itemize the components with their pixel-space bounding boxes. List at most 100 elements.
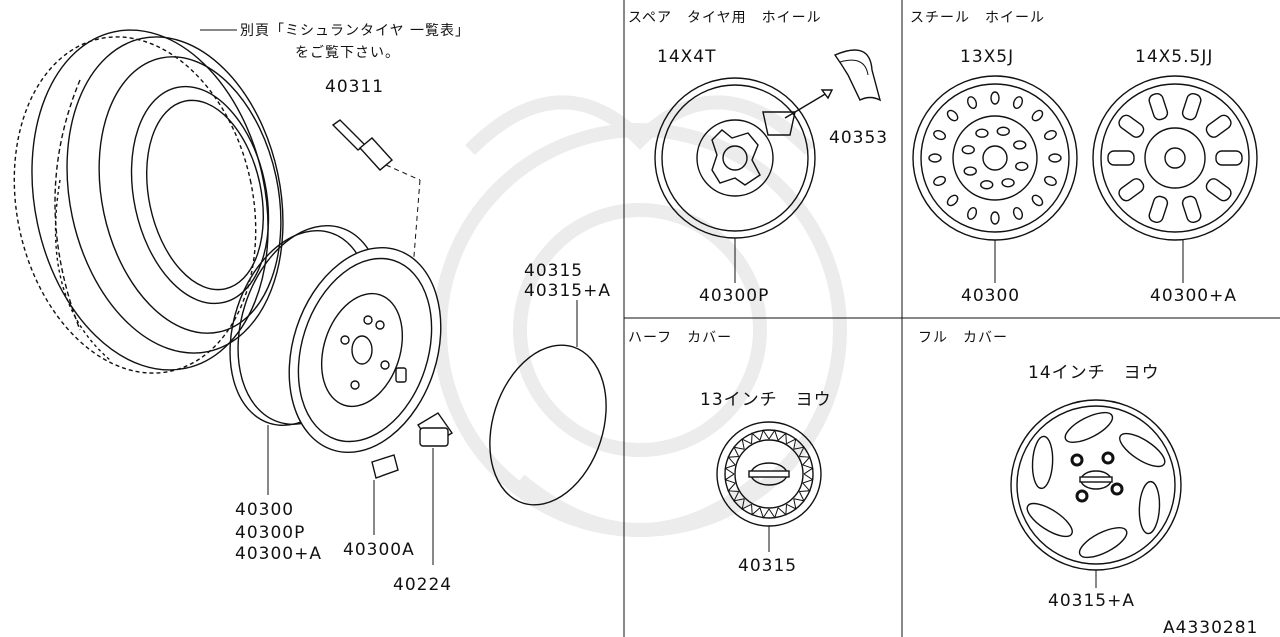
section-title-half-cover: ハーフ カバー [628,330,732,346]
note-line-2: をご覧下さい。 [295,44,400,61]
steel-wheel-drawing [229,225,442,454]
part-label-steel-b: 40300+A [1150,286,1237,306]
vent-hole [946,109,959,122]
steel-wheel-b-slots [1107,92,1243,224]
part-label-full-cover: 40315+A [1048,591,1135,611]
inner-hole [980,180,994,190]
wheel-slot [1118,114,1145,138]
cover-tooth [741,498,752,510]
wheel-nut [416,412,454,565]
wheel-slot [1205,114,1232,138]
wheel-slot [1148,92,1169,121]
vent-hole [1012,96,1024,110]
cover-tooth [727,482,739,492]
cover-tooth [768,507,779,519]
cover-tooth [799,482,811,492]
inner-hole [996,126,1010,136]
part-label-valve: 40311 [325,77,384,97]
part-label-steel-a: 40300 [961,286,1020,306]
part-label-nut: 40224 [393,575,452,595]
inner-hole [1001,178,1015,188]
balance-weight [371,454,399,535]
panel-dividers [623,0,1280,637]
part-label-spare-sticker: 40353 [829,128,888,148]
note-block: 別頁「ミシュランタイヤ 一覧表」 をご覧下さい。 [200,22,470,61]
wheel-slot [1148,195,1169,224]
cover-tooth [751,432,761,444]
cover-tooth [793,491,805,502]
cover-tooth [727,456,739,466]
wheel-cover-disc [489,300,607,506]
diagram-id: A4330281 [1163,618,1258,637]
cover-slot [1026,502,1073,538]
cover-tooth [799,456,811,466]
part-label-cover-1: 40315 [524,261,583,281]
cover-tooth [724,464,736,475]
vent-hole [933,129,947,141]
cover-tooth [793,446,805,457]
inner-hole [961,145,975,155]
vent-hole [1031,194,1044,207]
section-title-full-cover: フル カバー [918,330,1008,346]
note-line-1: 別頁「ミシュランタイヤ 一覧表」 [240,22,470,39]
cover-tooth [786,438,797,450]
cover-tooth [733,491,745,502]
wheel-slot [1181,92,1202,121]
inner-hole [1015,161,1029,171]
steel-wheel-b-drawing [1092,75,1258,241]
wheel-slot [1215,150,1243,166]
full-cover-slots [1026,411,1166,559]
spare-label-sticker [833,49,882,102]
cover-tooth [777,504,787,516]
cover-tooth [733,446,745,457]
vent-hole [966,206,978,220]
part-label-weight: 40300A [343,540,415,560]
cover-tooth [759,507,770,519]
spare-size: 14X4T [657,47,716,67]
cover-tooth [768,429,779,441]
vent-hole [990,91,1000,105]
part-label-half-cover: 40315 [738,556,797,576]
half-cover-size: 13インチ ヨウ [700,390,832,410]
part-label-spare-wheel: 40300P [699,286,769,306]
vent-hole [1043,129,1057,141]
cover-slot [1078,527,1128,559]
half-cover-teeth [724,429,814,519]
cover-slot [1064,411,1114,443]
spare-wheel-drawing [654,77,834,283]
vent-hole [933,175,947,187]
part-label-cover-2: 40315+A [524,281,611,301]
vent-hole [990,211,1000,225]
vent-hole [966,96,978,110]
half-cover-drawing [716,421,822,527]
cover-tooth [751,504,761,516]
cover-tooth [802,473,814,484]
inner-hole [1013,140,1027,150]
cover-tooth [759,429,770,441]
steel-size-b: 14X5.5JJ [1135,47,1213,67]
wheel-slot [1107,150,1135,166]
steel-wheel-a-holes [928,91,1062,225]
part-label-wheel-3: 40300+A [235,544,322,564]
cover-slot [1138,480,1161,535]
valve-stem [331,119,421,371]
vent-hole [928,153,942,163]
inner-hole [963,166,977,176]
vent-hole [1012,206,1024,220]
cover-tooth [802,464,814,475]
wheel-slot [1118,178,1145,202]
full-cover-size: 14インチ ヨウ [1028,363,1160,383]
cover-slot [1031,435,1054,490]
wheel-slot [1205,178,1232,202]
vent-hole [1043,175,1057,187]
section-title-steel: スチール ホイール [910,10,1045,26]
cover-tooth [777,432,787,444]
vent-hole [1031,109,1044,122]
section-title-spare: スペア タイヤ用 ホイール [628,10,822,26]
steel-size-a: 13X5J [960,47,1014,67]
vent-hole [946,194,959,207]
part-label-wheel-2: 40300P [235,523,305,543]
cover-tooth [741,438,752,450]
vent-hole [1048,153,1062,163]
